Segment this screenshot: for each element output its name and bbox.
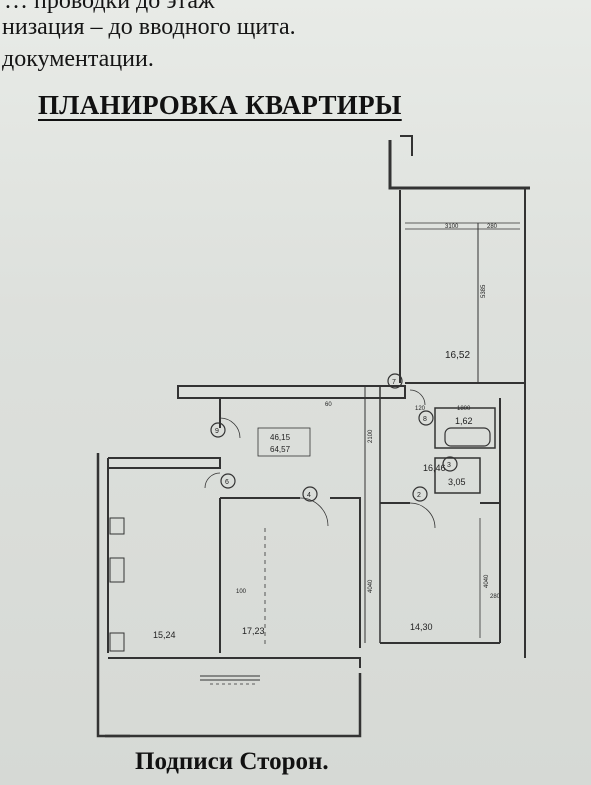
room-number: 8 xyxy=(423,416,427,423)
document-title: ПЛАНИРОВКА КВАРТИРЫ xyxy=(38,90,402,120)
dimension-label: 4040 xyxy=(368,579,374,593)
dimension-label: 1800 xyxy=(457,406,471,412)
dimension-label: 3100 xyxy=(445,224,459,230)
dimension-label: 280 xyxy=(487,224,498,230)
area-loggia: 16,52 xyxy=(445,350,470,361)
dimension-label: 120 xyxy=(415,406,426,412)
area-toilet: 3,05 xyxy=(448,477,466,487)
header-line-2: низация – до вводного щита. xyxy=(2,14,296,40)
dimension-label: 280 xyxy=(490,594,501,600)
dimension-label: 60 xyxy=(325,402,332,408)
dimension-label: 5385 xyxy=(481,284,487,298)
room-number: 6 xyxy=(225,479,229,486)
area-bath: 1,62 xyxy=(455,416,473,426)
signatures-label: Подписи Сторон. xyxy=(135,748,329,775)
room-number: 3 xyxy=(447,462,451,469)
room-number: 4 xyxy=(307,492,311,499)
header-line-3: документации. xyxy=(2,46,154,72)
header-line-1: … проводки до этаж xyxy=(4,0,215,14)
total-area-2: 64,57 xyxy=(270,445,291,454)
floor-plan: 3100 280 5385 16,52 1800 120 1,62 16,46 … xyxy=(96,135,530,738)
area-kitchen: 15,24 xyxy=(153,630,176,640)
room-number: 7 xyxy=(392,379,396,386)
total-area-1: 46,15 xyxy=(270,433,291,442)
room-number: 2 xyxy=(417,492,421,499)
room-number: 9 xyxy=(215,428,219,435)
area-hall: 16,46 xyxy=(423,463,446,473)
dimension-label: 2100 xyxy=(368,429,374,443)
dimension-label: 4040 xyxy=(484,574,490,588)
area-room-right: 14,30 xyxy=(410,622,433,632)
dimension-label: 100 xyxy=(236,589,247,595)
area-room-middle: 17,23 xyxy=(242,626,265,636)
